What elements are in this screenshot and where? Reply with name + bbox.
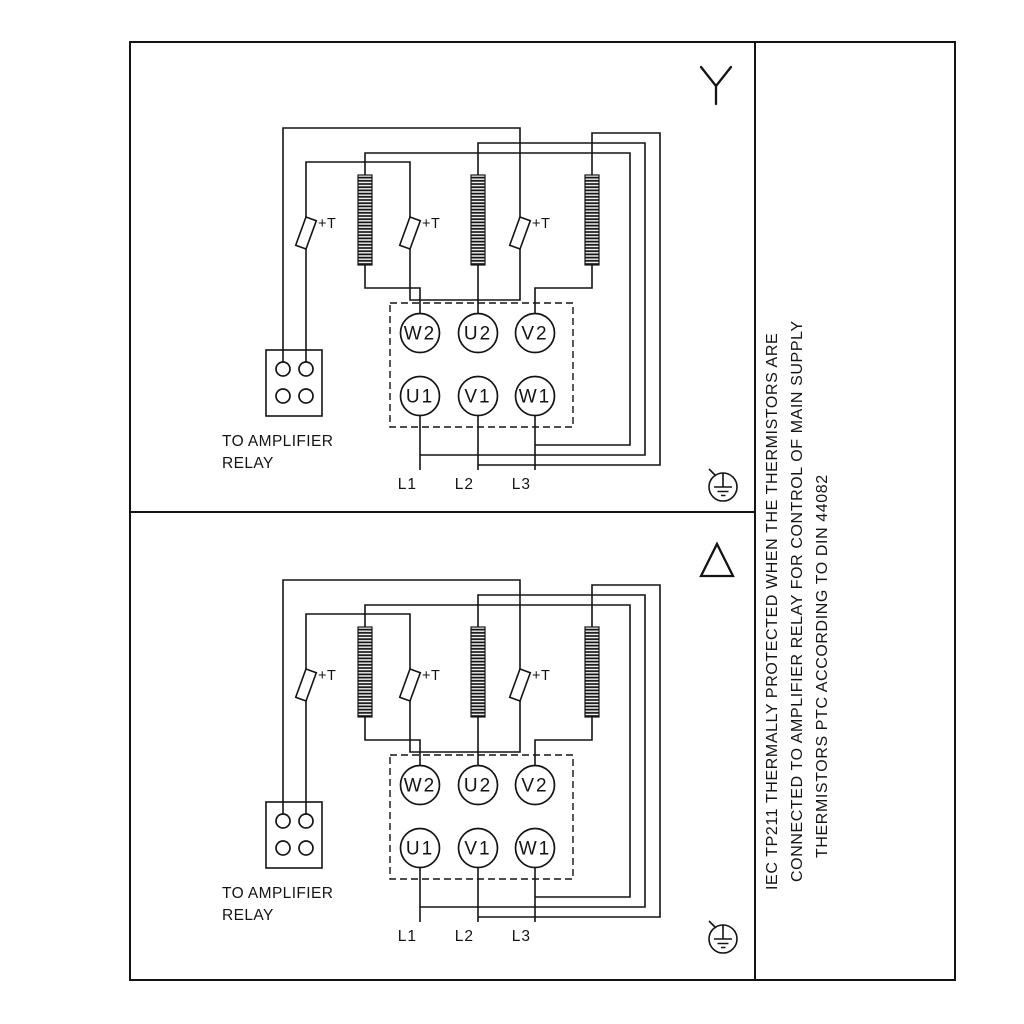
terminal-v1 [457,827,499,869]
thermistor-label: +T [318,216,336,232]
terminal-box [389,302,574,428]
relay-caption-line1: TO AMPLIFIER [222,885,333,902]
thermistor-label: +T [318,668,336,684]
supply-label-l3: L3 [512,928,531,945]
motor-winding-3 [584,174,600,266]
terminal-box [389,754,574,880]
thermistor-symbol-1 [294,215,318,251]
thermistor-symbol-3 [508,215,532,251]
earth-ground-icon [708,920,738,954]
relay-contact [275,361,291,377]
thermistor-circuit-wires [282,579,521,821]
thermistor-label: +T [422,216,440,232]
terminal-label-u2: U2 [464,324,492,345]
relay-connector-box [265,801,323,869]
relay-connector-box [265,349,323,417]
terminal-u2 [457,312,499,354]
relay-contact [298,388,314,404]
terminal-label-w2: W2 [404,776,437,797]
relay-contact [275,813,291,829]
terminal-v1 [457,375,499,417]
terminal-label-u1: U1 [406,839,434,860]
thermistor-symbol-2 [398,215,422,251]
motor-winding-2 [470,626,486,718]
terminal-v2 [514,764,556,806]
thermistor-label: +T [532,216,550,232]
thermistor-label: +T [422,668,440,684]
thermistor-label: +T [532,668,550,684]
relay-contact [298,813,314,829]
terminal-label-v2: V2 [521,776,548,797]
supply-label-l1: L1 [398,928,417,945]
terminal-w2 [399,764,441,806]
terminal-v2 [514,312,556,354]
terminal-w1 [514,375,556,417]
terminal-label-v1: V1 [464,839,491,860]
terminal-w1 [514,827,556,869]
terminal-label-v1: V1 [464,387,491,408]
winding-return-wires [364,132,661,466]
terminal-label-w1: W1 [519,387,552,408]
note-line-1: IEC TP211 THERMALLY PROTECTED WHEN THE T… [764,333,781,890]
supply-label-l2: L2 [455,928,474,945]
supply-label-l2: L2 [455,476,474,493]
note-line-2: CONNECTED TO AMPLIFIER RELAY FOR CONTROL… [789,320,806,882]
terminal-label-w2: W2 [404,324,437,345]
note-line-3: THERMISTORS PTC ACCORDING TO DIN 44082 [814,474,831,858]
motor-winding-2 [470,174,486,266]
terminal-u2 [457,764,499,806]
thermistor-symbol-3 [508,667,532,703]
terminal-label-v2: V2 [521,324,548,345]
relay-caption-line2: RELAY [222,455,274,472]
star-icon [699,65,733,106]
motor-winding-3 [584,626,600,718]
terminal-label-u2: U2 [464,776,492,797]
supply-label-l1: L1 [398,476,417,493]
terminal-u1 [399,375,441,417]
thermistor-circuit-wires [282,127,521,369]
supply-label-l3: L3 [512,476,531,493]
terminal-label-u1: U1 [406,387,434,408]
terminal-u1 [399,827,441,869]
relay-caption-line2: RELAY [222,907,274,924]
terminal-w2 [399,312,441,354]
winding-return-wires [364,584,661,918]
terminal-label-w1: W1 [519,839,552,860]
motor-winding-1 [357,174,373,266]
relay-contact [275,840,291,856]
relay-contact [275,388,291,404]
relay-contact [298,840,314,856]
side-note: IEC TP211 THERMALLY PROTECTED WHEN THE T… [764,320,831,890]
star-connection-diagram: +T +T +T W2 U2 V2 U1 V1 W1 TO AMPLIFIER … [222,65,738,502]
thermistor-symbol-2 [398,667,422,703]
thermistor-symbol-1 [294,667,318,703]
earth-ground-icon [708,468,738,502]
motor-winding-1 [357,626,373,718]
relay-contact [298,361,314,377]
delta-connection-diagram: +T +T +T W2 U2 V2 U1 V1 W1 TO AMPLIFIER … [222,541,738,954]
delta-icon [699,541,735,578]
relay-caption-line1: TO AMPLIFIER [222,433,333,450]
